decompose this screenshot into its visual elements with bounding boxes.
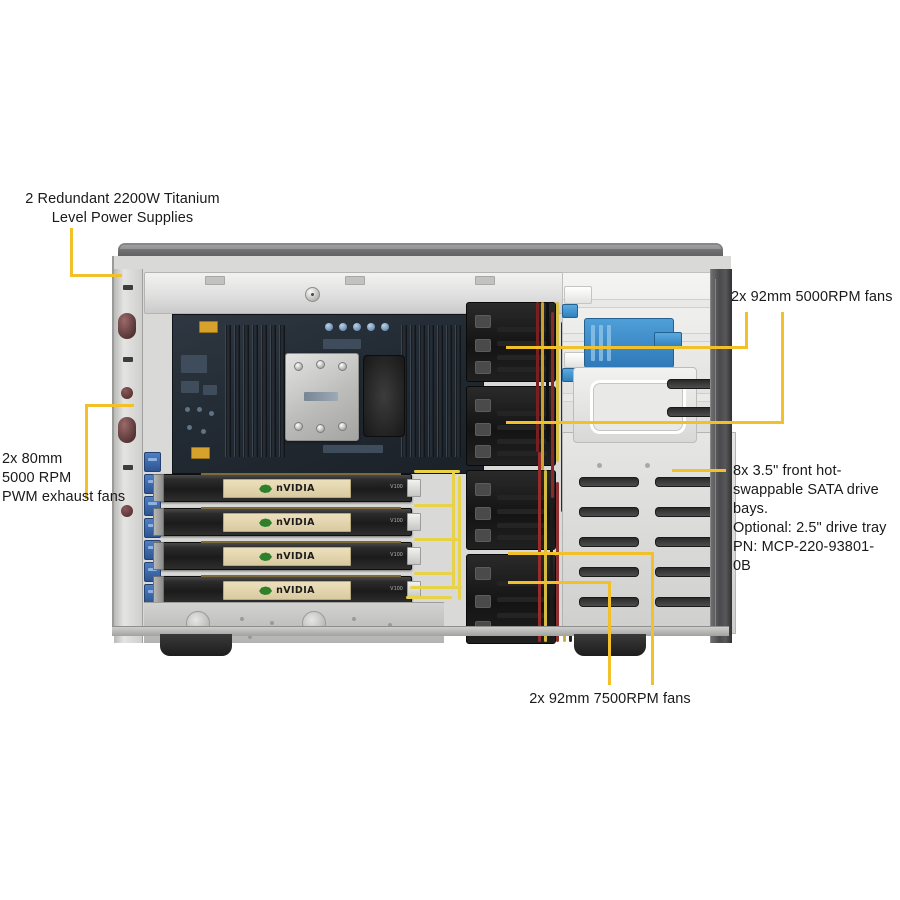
- leader-drivebay-horizontal: [672, 469, 726, 472]
- gpu-brand-label: nVIDIA: [276, 483, 315, 494]
- chassis-foot: [160, 634, 232, 656]
- callout-exhaust-fans: 2x 80mm 5000 RPM PWM exhaust fans: [2, 451, 126, 505]
- rear-io-panel: [114, 269, 143, 643]
- hdd-drive-cage: [562, 367, 736, 634]
- leader-fan7500-b-vertical: [651, 552, 654, 685]
- gpu-card: nVIDIA V100: [153, 507, 421, 536]
- chassis-top-cover: [118, 243, 723, 260]
- gpu-model-label: V100: [390, 484, 403, 490]
- callout-power-supplies: 2 Redundant 2200W Titanium Level Power S…: [25, 191, 220, 226]
- leader-fan7500-b-horizontal: [508, 552, 654, 555]
- gpu-card: nVIDIA V100: [153, 575, 421, 604]
- front-bezel: [710, 269, 732, 643]
- leader-fan7500-a-horizontal: [508, 581, 611, 584]
- leader-exhaust-vertical: [85, 404, 88, 499]
- callout-fans-5000rpm: 2x 92mm 5000RPM fans: [731, 289, 893, 305]
- leader-psu-vertical: [70, 228, 73, 276]
- leader-fan5000-b-vertical: [781, 312, 784, 424]
- gpu-model-label: V100: [390, 586, 403, 592]
- fan-module: [466, 470, 556, 550]
- gpu-brand-label: nVIDIA: [276, 585, 315, 596]
- gpu-brand-label: nVIDIA: [276, 517, 315, 528]
- leader-psu-horizontal: [70, 274, 122, 277]
- chassis-interior: nVIDIA V100 nVIDIA V100: [112, 256, 736, 644]
- nvidia-logo: nVIDIA: [223, 547, 351, 566]
- callout-drive-bays: 8x 3.5" front hot- swappable SATA drive …: [733, 463, 887, 574]
- chassis-bottom-rail: [112, 626, 729, 636]
- nvidia-logo: nVIDIA: [223, 479, 351, 498]
- leader-fan5000-b-horizontal: [506, 421, 784, 424]
- cpu-heatsink: [285, 353, 359, 441]
- cover-thumbscrew: [305, 287, 320, 302]
- nvidia-logo: nVIDIA: [223, 513, 351, 532]
- gpu-card: nVIDIA V100: [153, 473, 421, 502]
- leader-fan5000-a-vertical: [745, 312, 748, 349]
- motherboard: [172, 314, 484, 474]
- callout-fans-7500rpm: 2x 92mm 7500RPM fans: [529, 691, 691, 707]
- gpu-card: nVIDIA V100: [153, 541, 421, 570]
- nvidia-eye-icon: [259, 586, 273, 595]
- gpu-brand-label: nVIDIA: [276, 551, 315, 562]
- leader-fan5000-a-horizontal: [506, 346, 748, 349]
- gpu-model-label: V100: [390, 552, 403, 558]
- nvidia-eye-icon: [259, 552, 273, 561]
- nvidia-logo: nVIDIA: [223, 581, 351, 600]
- blue-air-shroud-clip: [584, 318, 674, 368]
- leader-exhaust-horizontal: [85, 404, 134, 407]
- nvidia-eye-icon: [259, 518, 273, 527]
- leader-fan7500-a-vertical: [608, 581, 611, 685]
- cpu-blower-fan: [363, 355, 405, 437]
- server-chassis-illustration: nVIDIA V100 nVIDIA V100: [112, 243, 736, 656]
- nvidia-eye-icon: [259, 484, 273, 493]
- gpu-model-label: V100: [390, 518, 403, 524]
